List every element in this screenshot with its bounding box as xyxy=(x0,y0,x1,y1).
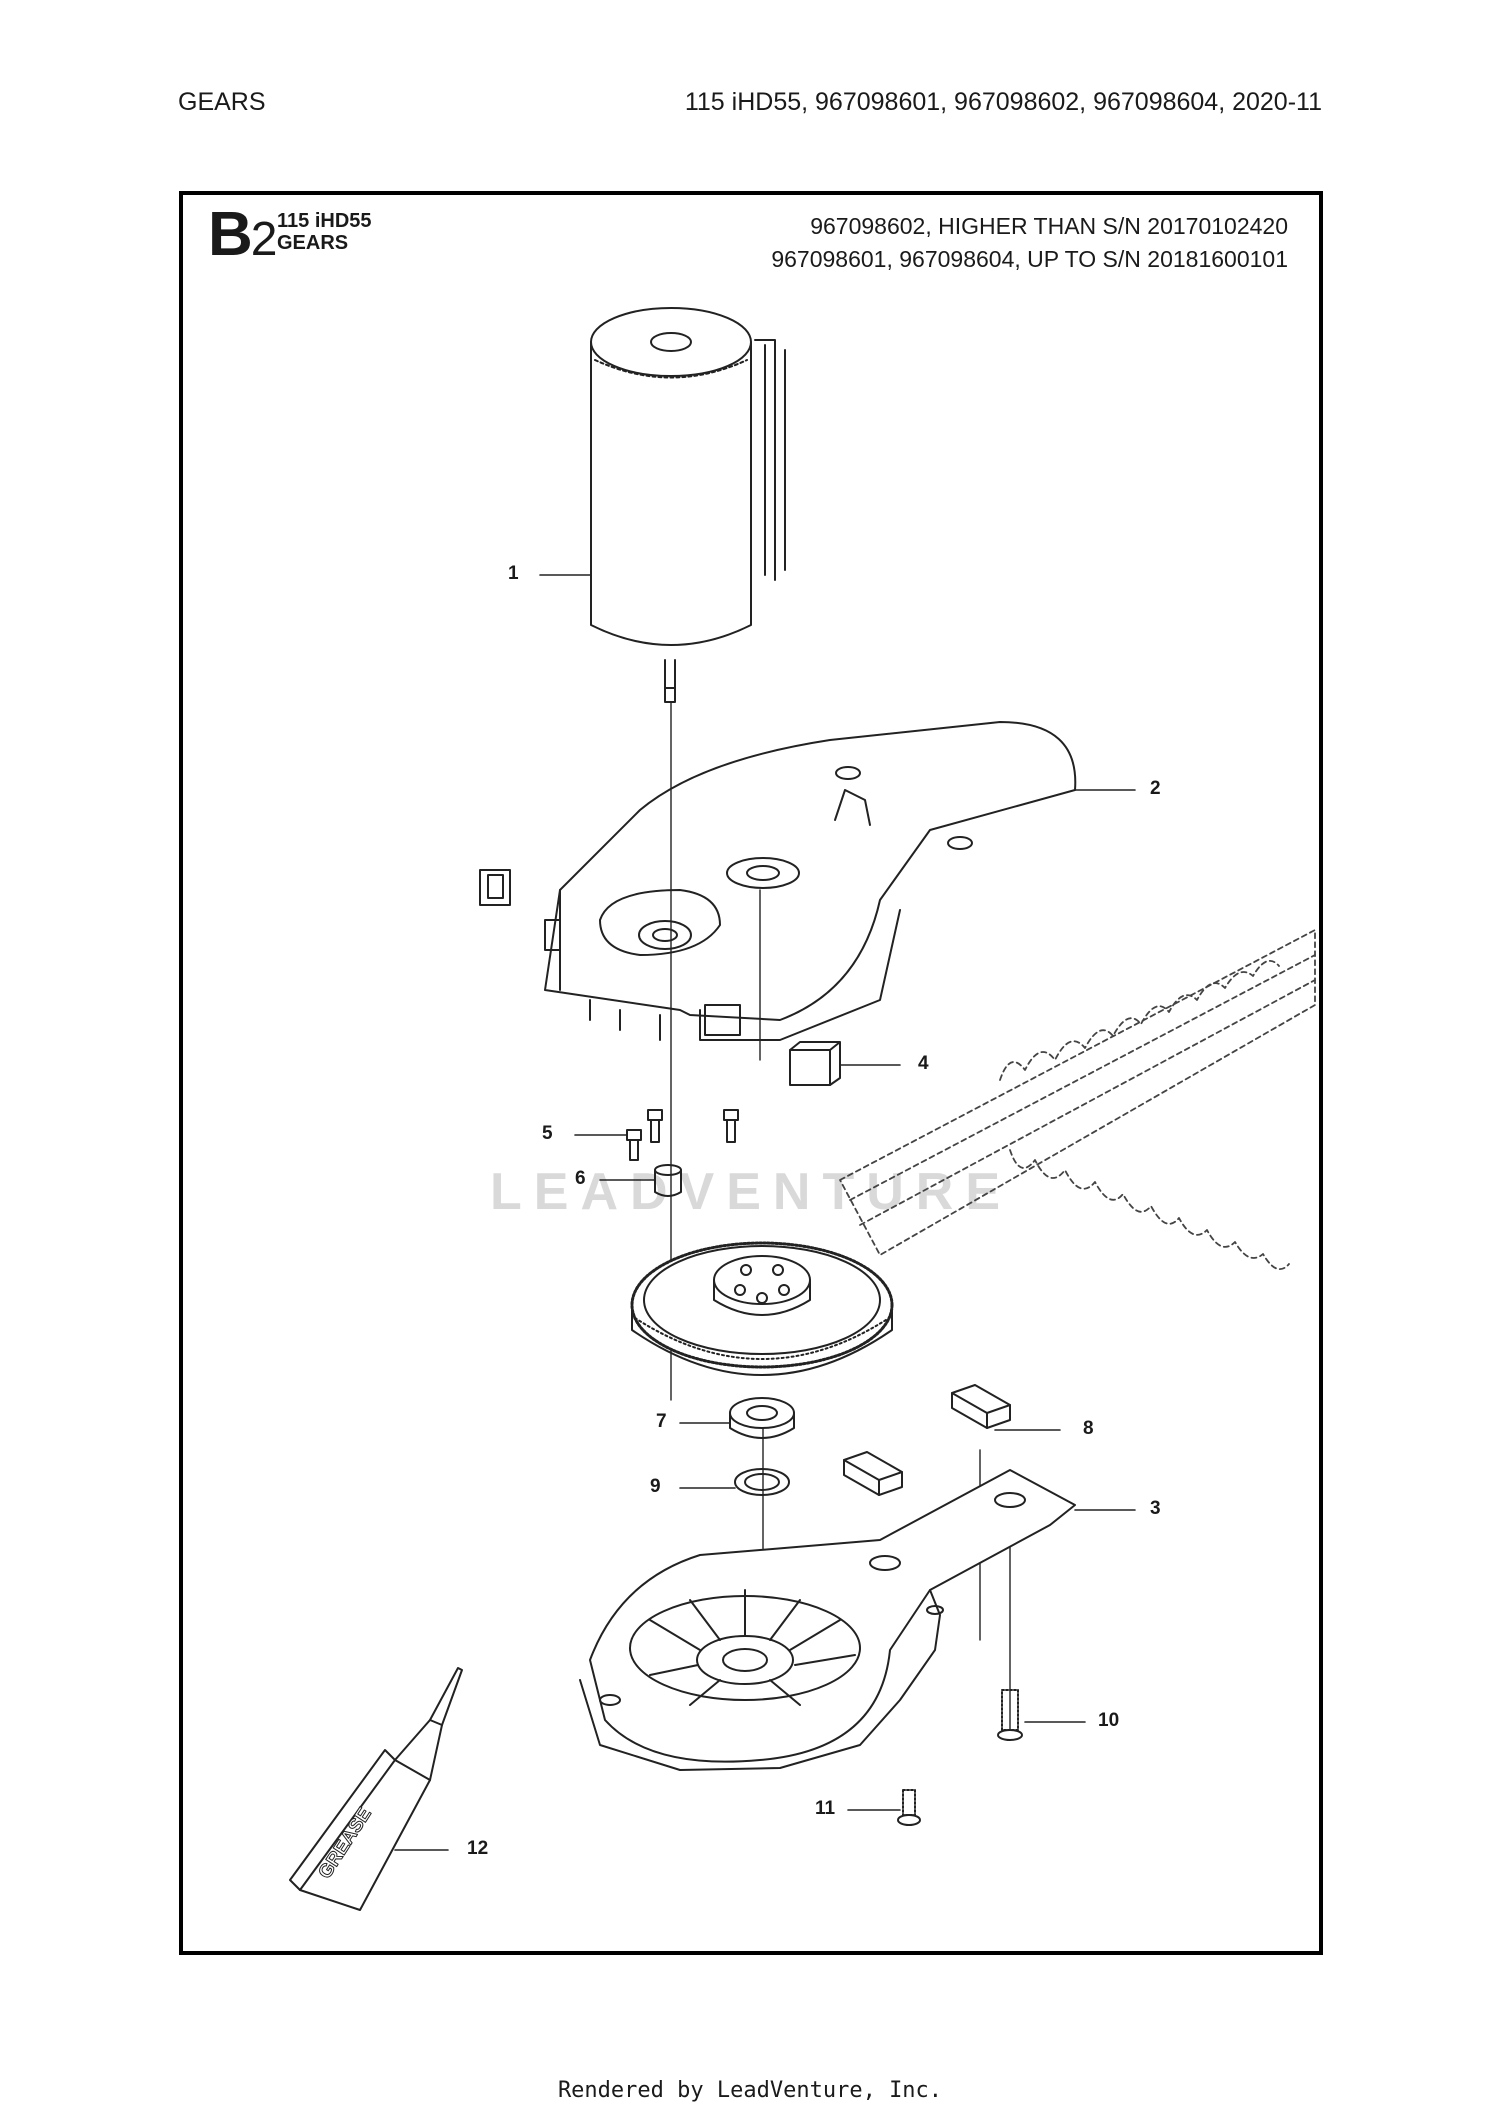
switch-block xyxy=(789,1041,841,1086)
serial-note: 967098602, HIGHER THAN S/N 20170102420 9… xyxy=(771,210,1288,276)
lower-housing xyxy=(579,1469,1076,1771)
callout-4: 4 xyxy=(918,1053,929,1074)
page-section-title: GEARS xyxy=(178,88,266,116)
footer-credit: Rendered by LeadVenture, Inc. xyxy=(557,2078,943,2103)
washer xyxy=(734,1468,790,1496)
section-name: GEARS xyxy=(277,232,349,254)
section-code-letter: B xyxy=(208,200,253,269)
page-model-info: 115 iHD55, 967098601, 967098602, 9670986… xyxy=(684,88,1322,116)
callout-1: 1 xyxy=(508,563,519,584)
screw-11 xyxy=(897,1789,921,1826)
callout-10: 10 xyxy=(1098,1710,1120,1731)
callout-7: 7 xyxy=(656,1411,667,1432)
bearing xyxy=(729,1397,795,1439)
callout-3: 3 xyxy=(1150,1498,1161,1519)
section-model-block: 115 iHD55 GEARS xyxy=(277,210,372,254)
blade-outline xyxy=(839,929,1316,1271)
section-code-number: 2 xyxy=(250,213,278,266)
upper-housing xyxy=(479,721,1077,1041)
gear-wheel xyxy=(630,1241,894,1376)
callout-9: 9 xyxy=(650,1476,661,1497)
callout-6: 6 xyxy=(575,1168,586,1189)
grease-tube: GREASE xyxy=(289,1667,463,1911)
serial-note-line-1: 967098602, HIGHER THAN S/N 20170102420 xyxy=(810,213,1288,239)
callout-5: 5 xyxy=(542,1123,553,1144)
callout-11: 11 xyxy=(815,1798,836,1819)
callout-8: 8 xyxy=(1083,1418,1094,1439)
watermark: LEADVENTURE xyxy=(490,1163,1013,1221)
pads-8 xyxy=(843,1384,1011,1496)
diagram-frame xyxy=(179,191,1323,1955)
leader-lines xyxy=(394,574,1136,1851)
motor xyxy=(590,307,786,703)
callout-12: 12 xyxy=(467,1838,489,1859)
section-code: B2 xyxy=(208,204,278,266)
bushing xyxy=(654,1164,682,1197)
section-model: 115 iHD55 xyxy=(277,210,372,232)
serial-note-line-2: 967098601, 967098604, UP TO S/N 20181600… xyxy=(771,246,1288,272)
screws-5 xyxy=(626,1109,739,1161)
screw-10 xyxy=(997,1689,1023,1741)
callout-2: 2 xyxy=(1150,778,1161,799)
